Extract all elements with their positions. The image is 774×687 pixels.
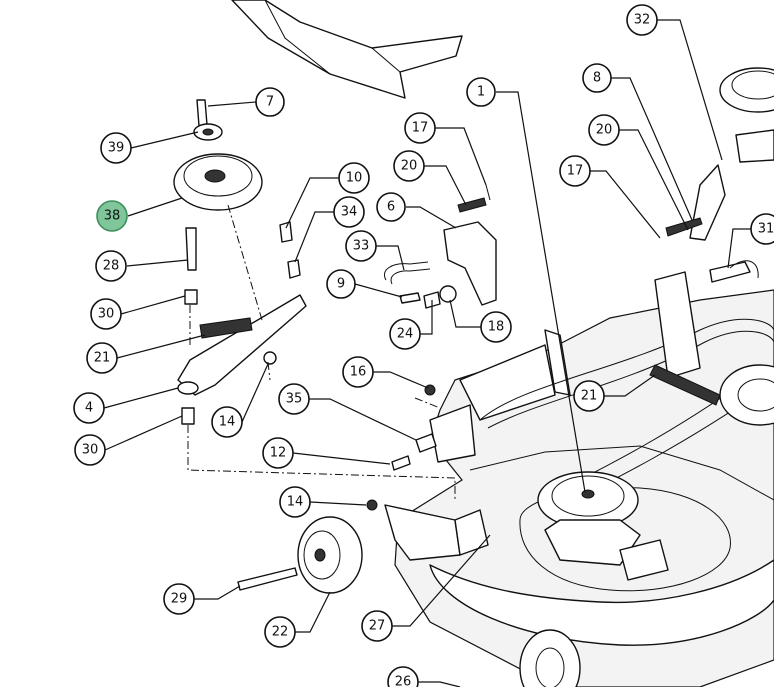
callout-28: 28 — [95, 250, 127, 282]
gauge-wheel-assembly — [237, 516, 363, 594]
callout-1: 1 — [466, 77, 496, 107]
callout-9-label: 9 — [337, 277, 345, 292]
callout-7-label: 7 — [266, 95, 274, 110]
callout-6: 6 — [376, 192, 406, 222]
callout-20-center: 20 — [393, 150, 425, 182]
callout-20-right: 20 — [588, 114, 620, 146]
callout-17-right: 17 — [559, 155, 591, 187]
callout-29-label: 29 — [171, 592, 188, 607]
callout-31: 31 — [750, 213, 774, 245]
callout-27: 27 — [361, 610, 393, 642]
callout-26-label: 26 — [395, 675, 412, 687]
callout-38-label: 38 — [104, 209, 121, 224]
callout-35-label: 35 — [286, 392, 303, 407]
callout-33-label: 33 — [353, 239, 370, 254]
callout-29: 29 — [163, 583, 195, 615]
callout-26: 26 — [387, 666, 419, 687]
callout-20-center-label: 20 — [401, 159, 418, 174]
callout-18: 18 — [480, 311, 512, 343]
callout-10: 10 — [338, 162, 370, 194]
callout-9: 9 — [326, 269, 356, 299]
callout-33: 33 — [345, 230, 377, 262]
callout-16: 16 — [342, 356, 374, 388]
callout-4: 4 — [73, 392, 105, 424]
callout-8: 8 — [582, 63, 612, 93]
callouts: 7 39 38 28 30 21 4 30 14 10 34 33 9 24 1… — [73, 4, 774, 687]
callout-35: 35 — [278, 383, 310, 415]
callout-30-upper: 30 — [90, 298, 122, 330]
callout-21-right: 21 — [573, 380, 605, 412]
callout-39: 39 — [100, 132, 132, 164]
callout-30-lower: 30 — [74, 434, 106, 466]
callout-34-label: 34 — [341, 205, 358, 220]
idler-pulley-stack — [173, 99, 307, 425]
callout-32: 32 — [626, 4, 658, 36]
callout-21-left: 21 — [86, 342, 118, 374]
callout-12-label: 12 — [270, 446, 287, 461]
callout-38-highlighted: 38 — [96, 200, 128, 232]
callout-4-label: 4 — [85, 401, 93, 416]
callout-22: 22 — [264, 616, 296, 648]
callout-18-label: 18 — [488, 320, 505, 335]
upper-right-pulley-assembly — [665, 67, 774, 283]
callout-7: 7 — [255, 87, 285, 117]
callout-28-label: 28 — [103, 259, 120, 274]
callout-17-center-label: 17 — [412, 121, 429, 136]
callout-21-left-label: 21 — [94, 351, 111, 366]
callout-34: 34 — [333, 196, 365, 228]
callout-8-label: 8 — [593, 71, 601, 86]
callout-6-label: 6 — [387, 200, 395, 215]
callout-27-label: 27 — [369, 619, 386, 634]
callout-16-label: 16 — [350, 365, 367, 380]
callout-24: 24 — [389, 318, 421, 350]
callout-10-label: 10 — [346, 171, 363, 186]
callout-32-label: 32 — [634, 13, 651, 28]
callout-39-label: 39 — [108, 141, 125, 156]
callout-30-lower-label: 30 — [82, 443, 99, 458]
callout-14-left: 14 — [211, 406, 243, 438]
callout-20-right-label: 20 — [596, 123, 613, 138]
callout-14-left-label: 14 — [219, 415, 236, 430]
callout-12: 12 — [262, 437, 294, 469]
callout-21-right-label: 21 — [581, 389, 598, 404]
callout-31-label: 31 — [758, 222, 774, 237]
discharge-chute — [231, 0, 463, 99]
center-bracket-assembly — [366, 184, 497, 511]
callout-24-label: 24 — [397, 327, 414, 342]
leader-lines — [103, 19, 752, 687]
callout-17-right-label: 17 — [567, 164, 584, 179]
callout-17-center: 17 — [404, 112, 436, 144]
callout-14-lower: 14 — [279, 486, 311, 518]
callout-30-upper-label: 30 — [98, 307, 115, 322]
mower-deck-housing — [384, 271, 774, 687]
callout-22-label: 22 — [272, 625, 289, 640]
callout-1-label: 1 — [477, 85, 485, 100]
callout-14-lower-label: 14 — [287, 495, 304, 510]
